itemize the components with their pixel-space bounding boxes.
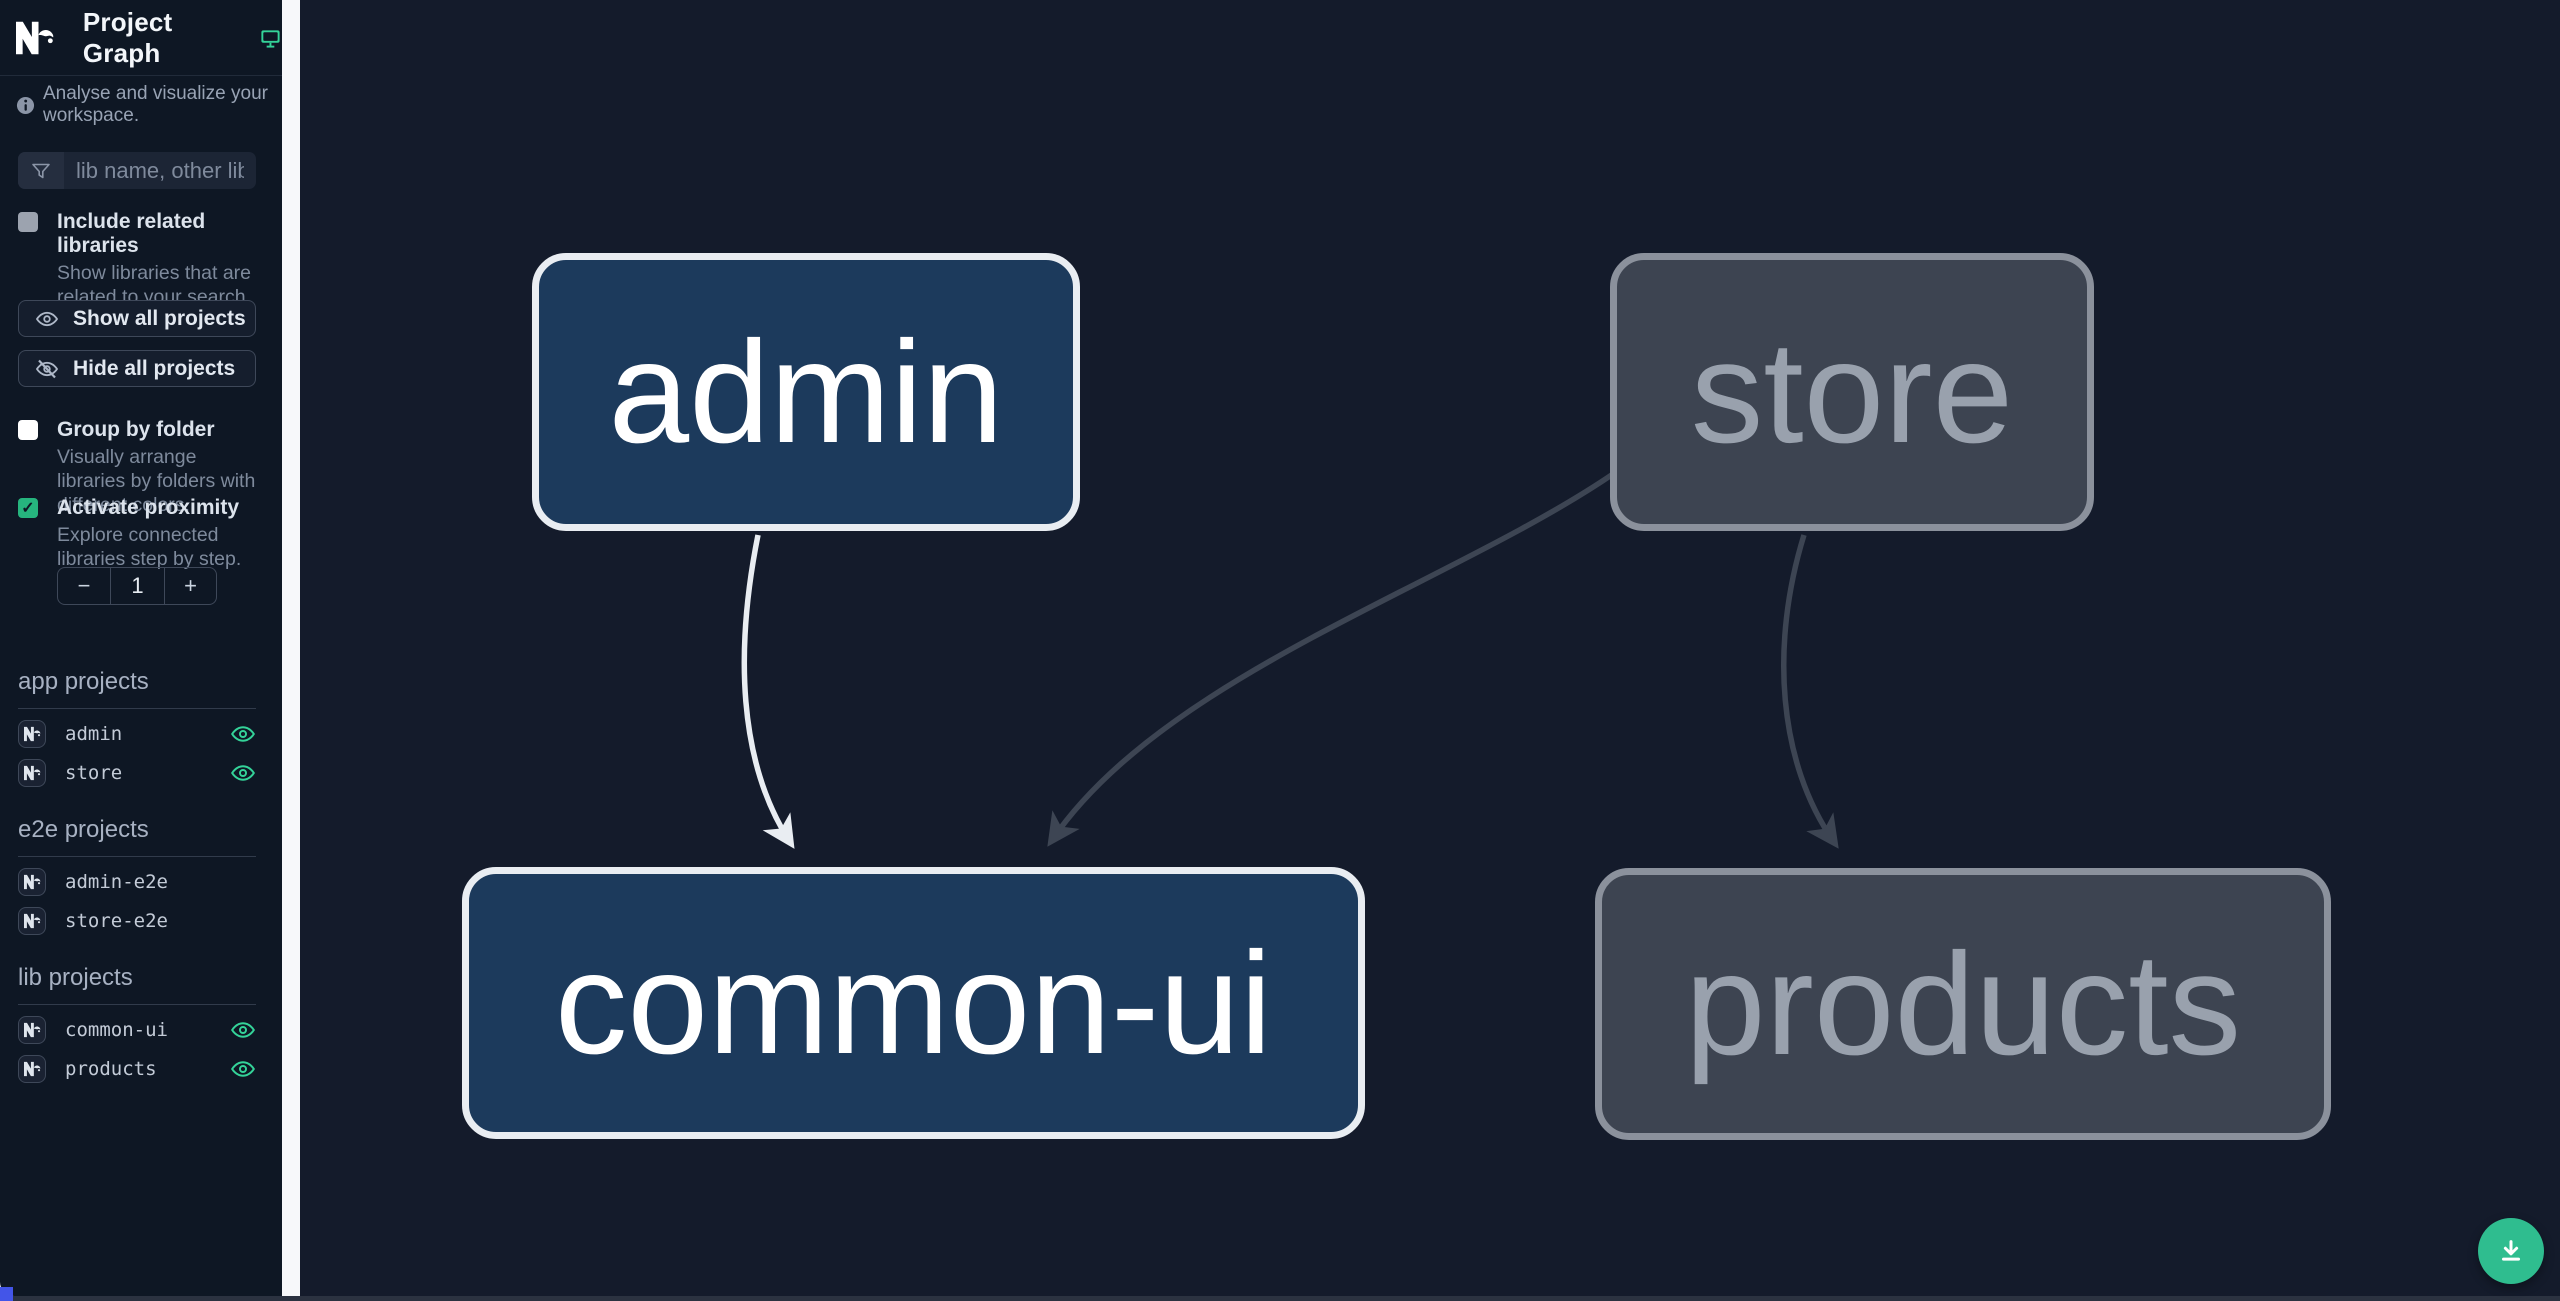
focus-project-button[interactable] — [18, 1055, 46, 1083]
toggle-visibility-eye-icon[interactable] — [230, 1017, 256, 1043]
hide-all-projects-label: Hide all projects — [73, 356, 236, 380]
focus-project-button[interactable] — [18, 759, 46, 787]
check-icon: ✓ — [21, 500, 35, 517]
include-related-checkbox[interactable] — [18, 212, 38, 232]
project-name: store — [65, 762, 123, 784]
section-title: app projects — [18, 668, 256, 709]
toggle-visibility-eye-icon[interactable] — [230, 721, 256, 747]
focus-project-button[interactable] — [18, 720, 46, 748]
proximity-decrement-button[interactable]: − — [58, 568, 111, 604]
edge-store-to-common-ui[interactable] — [1047, 471, 1615, 847]
download-icon — [2502, 1240, 2520, 1261]
activate-proximity-description: Explore connected libraries step by step… — [57, 524, 242, 570]
include-related-option: Include related libraries Show libraries… — [18, 210, 256, 309]
eye-icon — [35, 311, 59, 326]
filter-funnel-icon — [18, 152, 64, 189]
section-e2e-projects: e2e projects admin-e2e store-e2e — [18, 816, 256, 945]
horizontal-scrollbar-track[interactable] — [0, 1296, 2560, 1301]
edge-store-to-products[interactable] — [1781, 534, 1839, 849]
edge-admin-to-common-ui[interactable] — [741, 534, 795, 849]
panel-divider[interactable] — [282, 0, 300, 1301]
focus-project-button[interactable] — [18, 1016, 46, 1044]
project-name: store-e2e — [65, 910, 168, 932]
focus-project-button[interactable] — [18, 868, 46, 896]
node-label: store — [1690, 310, 2014, 473]
graph-node-store[interactable]: store — [1610, 253, 2094, 531]
show-all-projects-button[interactable]: Show all projects — [18, 300, 256, 337]
sidebar-header: Project Graph — [0, 0, 282, 76]
download-graph-button[interactable] — [2478, 1218, 2544, 1284]
project-row-admin: admin — [18, 719, 256, 749]
project-name: admin — [65, 723, 123, 745]
activate-proximity-label: Activate proximity — [57, 496, 240, 519]
proximity-value: 1 — [131, 573, 144, 598]
include-related-label: Include related libraries — [57, 210, 206, 257]
section-lib-projects: lib projects common-ui products — [18, 964, 256, 1093]
section-title: e2e projects — [18, 816, 256, 857]
project-row-store: store — [18, 758, 256, 788]
graph-canvas[interactable]: admin store common-ui products — [300, 0, 2560, 1301]
node-label: products — [1684, 922, 2242, 1085]
proximity-stepper: − 1 + — [57, 567, 217, 605]
node-label: admin — [608, 310, 1004, 473]
nx-logo-icon — [16, 21, 54, 54]
tagline-text: Analyse and visualize your workspace. — [43, 83, 268, 126]
toggle-visibility-eye-icon[interactable] — [230, 1056, 256, 1082]
group-by-folder-checkbox[interactable] — [18, 420, 38, 440]
monitor-icon — [261, 29, 280, 48]
page-title: Project Graph — [82, 6, 173, 68]
node-label: common-ui — [554, 921, 1273, 1084]
filter-box — [18, 152, 256, 189]
activate-proximity-option: ✓ Activate proximity Explore connected l… — [18, 496, 256, 571]
group-by-folder-option: Group by folder Visually arrange librari… — [18, 418, 256, 517]
project-row-admin-e2e: admin-e2e — [18, 867, 256, 897]
graph-node-admin[interactable]: admin — [532, 253, 1080, 531]
project-row-store-e2e: store-e2e — [18, 906, 256, 936]
toggle-visibility-eye-icon[interactable] — [230, 760, 256, 786]
project-name: common-ui — [65, 1019, 168, 1041]
section-title: lib projects — [18, 964, 256, 1005]
proximity-increment-button[interactable]: + — [164, 568, 216, 604]
group-by-folder-description: Visually arrange libraries by folders wi… — [57, 446, 256, 516]
scrollbar-thumb[interactable] — [0, 1287, 13, 1301]
hide-all-projects-button[interactable]: Hide all projects — [18, 350, 256, 387]
project-name: admin-e2e — [65, 871, 168, 893]
project-row-common-ui: common-ui — [18, 1015, 256, 1045]
workspace-tagline: Analyse and visualize your workspace. — [0, 76, 282, 134]
activate-proximity-checkbox[interactable]: ✓ — [18, 498, 38, 518]
graph-edges — [741, 471, 1839, 849]
eye-off-icon — [35, 359, 59, 378]
show-all-projects-label: Show all projects — [73, 306, 246, 330]
focus-project-button[interactable] — [18, 907, 46, 935]
lib-filter-input[interactable] — [64, 157, 244, 184]
section-app-projects: app projects admin store — [18, 668, 256, 797]
project-name: products — [65, 1058, 157, 1080]
graph-node-common-ui[interactable]: common-ui — [462, 867, 1365, 1139]
sidebar: Project Graph Analyse and visualize your… — [0, 0, 282, 1296]
graph-node-products[interactable]: products — [1595, 868, 2331, 1140]
info-icon — [16, 96, 35, 114]
project-row-products: products — [18, 1054, 256, 1084]
group-by-folder-label: Group by folder — [57, 418, 215, 441]
